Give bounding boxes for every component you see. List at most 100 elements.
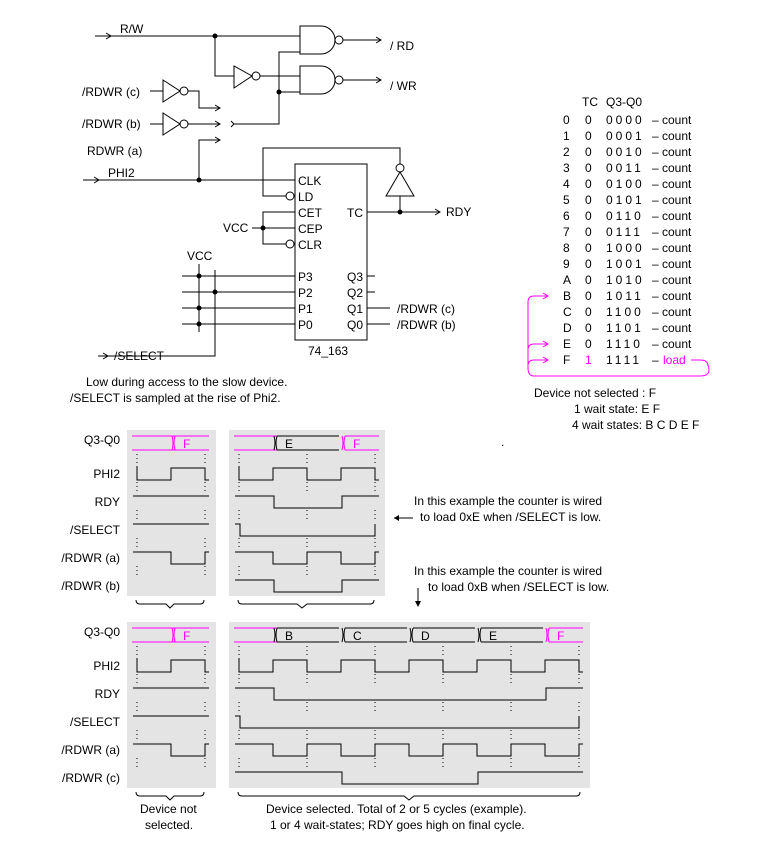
bus-state-label: F	[353, 437, 360, 451]
arrow-rw-icon	[105, 32, 112, 40]
note-line2: /SELECT is sampled at the rise of Phi2.	[70, 391, 281, 405]
label-rdwr-b: /RDWR (b)	[82, 117, 141, 131]
bottom-selected-rdwr-c-wave	[235, 771, 583, 785]
panel-top-selected	[229, 430, 385, 596]
row-action: – count	[652, 145, 692, 159]
arrow-wr-icon	[375, 76, 382, 84]
label-q1-out: /RDWR (c)	[397, 302, 455, 316]
bus-transition	[171, 627, 176, 643]
caption-selected-1: Device selected. Total of 2 or 5 cycles …	[266, 802, 527, 816]
row-q: 0100	[606, 177, 645, 191]
bus-transition	[477, 627, 482, 643]
row-tc: 1	[585, 353, 592, 367]
row-action: – count	[652, 161, 692, 175]
row-action-dash: –	[652, 353, 659, 367]
row-q: 0011	[606, 161, 644, 175]
caption-selected-2: 1 or 4 wait-states; RDY goes high on fin…	[270, 818, 525, 832]
row-q: 1100	[606, 305, 644, 319]
junction-vcc-1	[260, 225, 266, 231]
row-q: 1001	[606, 257, 645, 271]
pin-p1: P1	[298, 302, 313, 316]
chip-74163	[294, 163, 368, 341]
arrow-rd-icon	[375, 36, 382, 44]
label-vcc-1: VCC	[223, 221, 249, 235]
bottom-selected-select-wave	[235, 715, 580, 729]
inverter-rw-icon	[233, 65, 253, 89]
top-selected-rdwr-b-wave	[235, 579, 379, 593]
row-action: – count	[652, 193, 692, 207]
top-idle-bus: F	[132, 435, 209, 451]
top-selected-rdy-wave	[235, 495, 379, 509]
note-b-line2: to load 0xB when /SELECT is low.	[428, 580, 609, 594]
arrow-to-f-icon	[542, 356, 549, 364]
row-state: 2	[563, 145, 570, 159]
bus-segment	[413, 627, 475, 643]
row-q: 1110	[606, 337, 643, 351]
wire-enable	[234, 51, 300, 125]
pin-p3: P3	[298, 270, 313, 284]
arrow-to-e-icon	[542, 340, 549, 348]
label-select: /SELECT	[114, 349, 165, 363]
signal-label-bottom-2: RDY	[95, 687, 120, 701]
bus-segment	[345, 627, 407, 643]
row-state: 6	[563, 209, 570, 223]
row-tc: 0	[585, 161, 592, 175]
row-state: 3	[563, 161, 570, 175]
nand-wr-bubble	[334, 75, 344, 85]
inverter-c-bubble	[179, 86, 189, 96]
row-action: – count	[652, 337, 692, 351]
brace-bottom-selected	[237, 791, 581, 801]
wire-select	[98, 270, 216, 357]
loop-to-b	[527, 295, 710, 377]
row-q: 0101	[606, 193, 645, 207]
junction-phi2	[196, 177, 202, 183]
bus-state-label: E	[489, 629, 497, 643]
row-state: 8	[563, 241, 570, 255]
row-action: – count	[652, 273, 692, 287]
clr-bubble	[285, 239, 295, 249]
junction-p1	[196, 305, 202, 311]
signal-label-top-2: RDY	[95, 495, 120, 509]
brace-top-selected	[237, 599, 375, 609]
signal-label-top-0: Q3-Q0	[84, 433, 120, 447]
row-tc: 0	[585, 241, 592, 255]
arrow-c-icon	[214, 104, 221, 112]
wire-rw-to-inverter	[214, 36, 234, 77]
row-state: 0	[563, 113, 570, 127]
pin-cep: CEP	[298, 222, 323, 236]
signal-label-top-3: /SELECT	[70, 523, 121, 537]
bottom-idle-phi2-wave	[136, 658, 209, 673]
row-tc: 0	[585, 209, 592, 223]
bus-state-label: F	[557, 629, 564, 643]
nand-rd-icon	[299, 25, 336, 55]
row-q: 0110	[606, 209, 644, 223]
bus-state-label: F	[183, 629, 190, 643]
label-q0-out: /RDWR (b)	[397, 318, 456, 332]
arrow-b-icon	[214, 120, 221, 128]
row-tc: 0	[585, 177, 592, 191]
bus-state-label: F	[183, 437, 190, 451]
top-idle-rdwr-a-wave	[133, 551, 209, 565]
row-action: – count	[652, 113, 692, 127]
brace-top-idle	[135, 599, 205, 609]
label-rdwr-a: RDWR (a)	[87, 144, 142, 158]
summary-line2: 1 wait state: E F	[574, 402, 660, 416]
bus-transition	[409, 627, 414, 643]
loop-to-f	[527, 359, 548, 367]
bus-state-label: E	[285, 437, 293, 451]
wire-q-outs	[367, 275, 390, 325]
pin-p2: P2	[298, 286, 313, 300]
label-rd: / RD	[390, 39, 414, 53]
note-b-line1: In this example the counter is wired	[414, 564, 602, 578]
schematic: R/W / RD / WR /RDWR (c) /RDWR (b)	[70, 22, 471, 405]
row-action: load	[663, 353, 686, 367]
row-q: 0111	[606, 225, 643, 239]
